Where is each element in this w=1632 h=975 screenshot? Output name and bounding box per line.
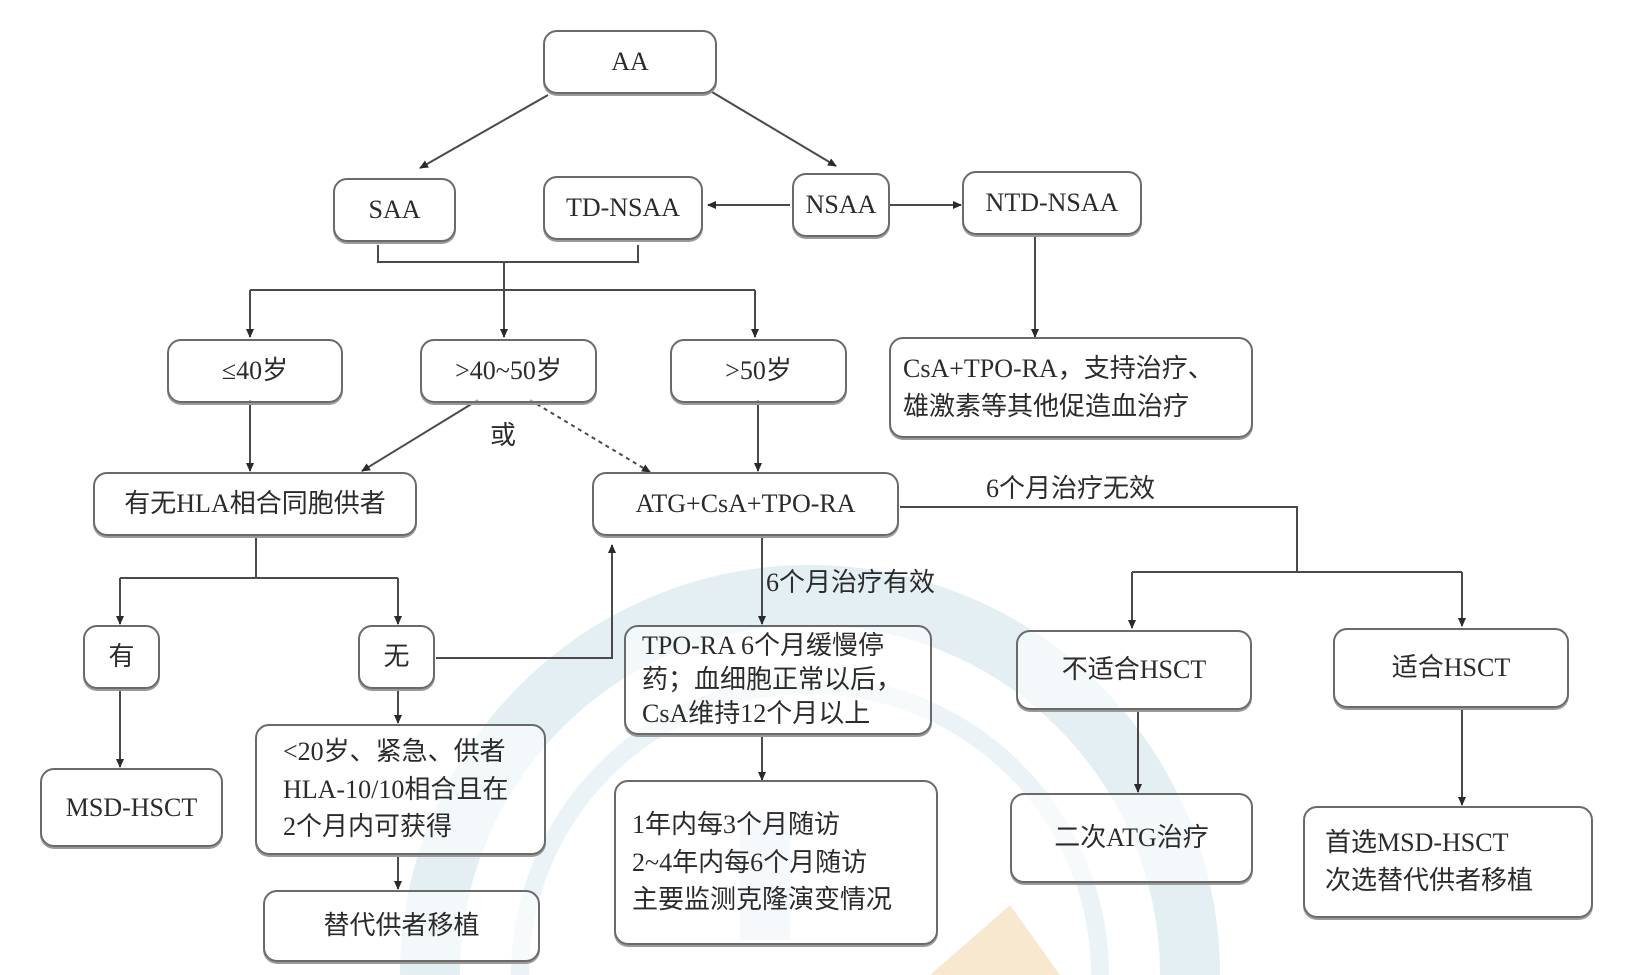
- node-fit-hsct-text: 适合HSCT: [1391, 653, 1511, 683]
- node-yes: 有: [83, 625, 160, 689]
- tpo-taper-line-3: CsA维持12个月以上: [642, 698, 871, 728]
- edge-merge-bracket: [377, 245, 639, 263]
- node-age-le40-text: ≤40岁: [221, 356, 289, 386]
- node-second-atg-text: 二次ATG治疗: [1054, 823, 1209, 853]
- first-choice-line-1: 首选MSD-HSCT: [1325, 828, 1509, 858]
- node-alt-donor-text: 替代供者移植: [323, 911, 480, 941]
- node-alt-criteria: <20岁、紧急、供者 HLA-10/10相合且在 2个月内可获得: [255, 724, 546, 855]
- node-first-choice: 首选MSD-HSCT 次选替代供者移植: [1303, 806, 1593, 918]
- edge-4050-hla: [361, 399, 479, 472]
- alt-criteria-line-2: HLA-10/10相合且在: [283, 774, 509, 804]
- edge-4050-atg: [529, 399, 651, 473]
- node-age-gt50-text: >50岁: [725, 356, 792, 386]
- node-followup: 1年内每3个月随访 2~4年内每6个月随访 主要监测克隆演变情况: [614, 780, 938, 945]
- node-ntd-treatment: CsA+TPO-RA，支持治疗、 雄激素等其他促造血治疗: [889, 337, 1253, 438]
- node-td-nsaa-text: TD-NSAA: [565, 193, 681, 223]
- node-yes-text: 有: [108, 642, 135, 672]
- node-atg-csa-tpo: ATG+CsA+TPO-RA: [592, 472, 899, 536]
- edge-aa-nsaa: [711, 91, 837, 167]
- edge-no-atg: [436, 544, 616, 659]
- node-no: 无: [358, 625, 435, 689]
- node-saa-text: SAA: [368, 195, 421, 225]
- edge-aa-saa: [419, 94, 549, 169]
- node-atg-csa-tpo-text: ATG+CsA+TPO-RA: [635, 489, 856, 519]
- node-saa: SAA: [333, 178, 456, 242]
- node-age-40-50-text: >40~50岁: [455, 356, 562, 386]
- node-ntd-nsaa: NTD-NSAA: [962, 171, 1142, 235]
- node-age-gt50: >50岁: [670, 339, 847, 403]
- node-td-nsaa: TD-NSAA: [543, 176, 703, 240]
- ntd-treatment-line-1: CsA+TPO-RA，支持治疗、: [903, 353, 1214, 383]
- node-fit-hsct: 适合HSCT: [1333, 628, 1569, 708]
- node-msd-hsct: MSD-HSCT: [40, 768, 223, 847]
- node-hla-sibling-text: 有无HLA相合同胞供者: [124, 489, 386, 519]
- label-or: 或: [490, 421, 517, 450]
- tpo-taper-line-1: TPO-RA 6个月缓慢停: [642, 631, 884, 661]
- label-ineffective-6m: 6个月治疗无效: [986, 474, 1156, 503]
- ntd-treatment-line-2: 雄激素等其他促造血治疗: [903, 391, 1190, 421]
- node-second-atg: 二次ATG治疗: [1010, 793, 1253, 883]
- node-tpo-taper: TPO-RA 6个月缓慢停 药；血细胞正常以后， CsA维持12个月以上: [624, 625, 932, 735]
- node-aa-text: AA: [611, 47, 649, 77]
- node-age-40-50: >40~50岁: [420, 339, 597, 403]
- label-effective-6m: 6个月治疗有效: [766, 568, 936, 597]
- node-ntd-nsaa-text: NTD-NSAA: [985, 188, 1119, 218]
- node-nsaa: NSAA: [792, 173, 890, 237]
- node-alt-donor: 替代供者移植: [263, 890, 540, 962]
- node-aa: AA: [543, 30, 717, 94]
- node-nsaa-text: NSAA: [805, 190, 877, 220]
- node-age-le40: ≤40岁: [167, 339, 343, 403]
- followup-line-1: 1年内每3个月随访: [632, 809, 841, 839]
- followup-line-2: 2~4年内每6个月随访: [632, 847, 868, 877]
- node-no-text: 无: [383, 642, 410, 672]
- alt-criteria-line-3: 2个月内可获得: [283, 812, 453, 842]
- alt-criteria-line-1: <20岁、紧急、供者: [283, 736, 506, 766]
- node-unfit-hsct-text: 不适合HSCT: [1061, 655, 1207, 685]
- node-hla-sibling: 有无HLA相合同胞供者: [93, 472, 417, 536]
- node-msd-hsct-text: MSD-HSCT: [65, 792, 198, 822]
- first-choice-line-2: 次选替代供者移植: [1325, 866, 1534, 895]
- followup-line-3: 主要监测克隆演变情况: [632, 885, 893, 915]
- tpo-taper-line-2: 药；血细胞正常以后，: [642, 665, 903, 695]
- node-unfit-hsct: 不适合HSCT: [1016, 630, 1252, 710]
